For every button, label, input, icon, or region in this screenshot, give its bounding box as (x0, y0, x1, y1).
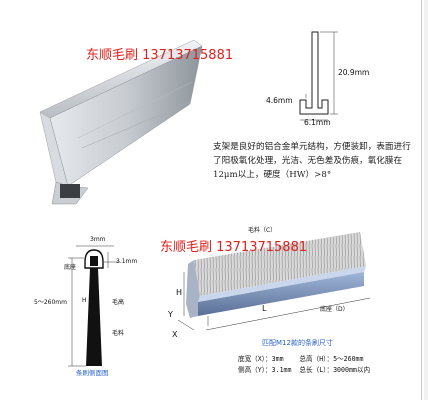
side-base-label: 底座 (64, 264, 77, 271)
side-bristle-material-label: 毛料 (112, 330, 125, 337)
page-edge-shade (424, 0, 428, 400)
brush-h-label: H (176, 288, 183, 297)
brush-side-view-diagram (68, 245, 120, 367)
brush-y-label: Y (168, 310, 173, 319)
side-width-dimension: 3mm (90, 236, 106, 243)
profile-height-dimension: 20.9mm (338, 68, 370, 77)
aluminum-profile-image (39, 39, 203, 205)
brush-l-label: L (262, 304, 267, 313)
side-view-caption: 条刷侧面图 (76, 369, 109, 377)
profile-cross-section-diagram (299, 31, 338, 121)
side-h-label: H (82, 297, 87, 304)
side-length-label: 5～260mm (34, 299, 67, 306)
watermark-bottom: 东顺毛刷 13713715881 (160, 240, 308, 255)
watermark-top: 东顺毛刷 13713715881 (86, 48, 234, 63)
spec-row-1: 底宽（X）：3mm 总高（H）：5～260mm (238, 355, 364, 363)
side-base-dimension: 3.1mm (116, 258, 138, 265)
brush-base-label: 底座（D） (320, 306, 349, 313)
profile-base-dimension: 6.1mm (304, 118, 331, 127)
brush-x-label: X (172, 330, 178, 339)
spec-row-2: 侧高（Y）：3.1mm 总长（L）：3000mm以内 (238, 366, 371, 374)
description-text: 支架是良好的铝合金单元结构，方便装卸，表面进行了阳极氧化处理，光洁、无色差及伤痕… (213, 142, 411, 180)
profile-width-dimension: 4.6mm (266, 96, 293, 105)
side-bristle-label: 毛高 (112, 299, 125, 306)
brush-strip-3d-diagram (177, 232, 371, 331)
brush-top-label: 毛料（C） (248, 227, 277, 234)
page-edge-line (421, 0, 422, 400)
brush-caption: 匹配M12款的条刷尺寸 (262, 339, 333, 347)
